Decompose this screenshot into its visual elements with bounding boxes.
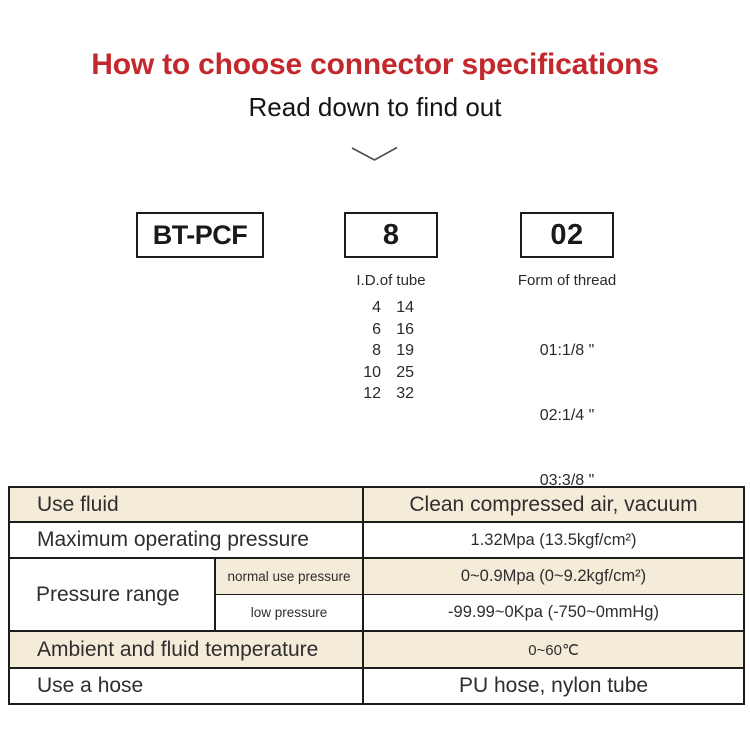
spec-label: Maximum operating pressure (7, 521, 365, 559)
tube-column-label: I.D.of tube (356, 272, 426, 289)
spec-row-hose: Use a hose PU hose, nylon tube (7, 667, 746, 705)
spec-value: 0~0.9Mpa (0~9.2kgf/cm²) (362, 557, 746, 595)
spec-row-temperature: Ambient and fluid temperature 0~60℃ (7, 630, 746, 669)
spec-row-max-pressure: Maximum operating pressure 1.32Mpa (13.5… (7, 521, 746, 559)
spec-table: Use fluid Clean compressed air, vacuum M… (7, 486, 746, 705)
tube-id-value: 8 (372, 342, 381, 360)
thread-code-box: 02 (520, 212, 614, 258)
thread-column-label: Form of thread (517, 272, 617, 289)
model-code-box: BT-PCF (136, 212, 264, 258)
tube-id-value: 6 (372, 320, 381, 338)
spec-value: 1.32Mpa (13.5kgf/cm²) (362, 521, 746, 559)
tube-code-box: 8 (344, 212, 438, 258)
thread-code-text: 02 (550, 218, 584, 251)
tube-size-row: 8 19 (351, 340, 414, 362)
tube-size-row: 10 25 (351, 362, 414, 384)
tube-id-value: 4 (372, 299, 381, 316)
spec-sublabel: low pressure (213, 593, 365, 632)
spec-group-label: Pressure range (8, 557, 216, 632)
spec-label: Use fluid (7, 486, 365, 523)
spec-value: 0~60℃ (362, 630, 746, 669)
tube-code-text: 8 (382, 218, 400, 251)
spec-value: -99.99~0Kpa (-750~0mmHg) (362, 593, 746, 632)
spec-row-normal-pressure: Pressure range normal use pressure 0~0.9… (8, 557, 746, 632)
tube-size-row: 6 16 (351, 319, 414, 341)
spec-row-low-pressure: low pressure -99.99~0Kpa (-750~0mmHg) (9, 593, 746, 632)
page-subtitle: Read down to find out (248, 92, 502, 122)
model-code-text: BT-PCF (152, 219, 248, 250)
spec-value: PU hose, nylon tube (362, 667, 746, 705)
spec-row-use-fluid: Use fluid Clean compressed air, vacuum (7, 486, 746, 523)
spec-sublabel: normal use pressure (213, 557, 365, 595)
tube-od-value: 16 (396, 320, 414, 338)
tube-od-value: 25 (396, 363, 414, 381)
tube-id-value: 12 (363, 385, 381, 403)
tube-id-value: 10 (363, 363, 381, 381)
thread-option: 02:1/4 " (539, 406, 595, 424)
tube-size-list: 4 14 6 16 8 19 10 25 12 32 (351, 297, 414, 405)
chevron-down-icon (351, 146, 398, 161)
spec-value: Clean compressed air, vacuum (362, 486, 746, 523)
tube-od-value: 32 (396, 385, 414, 403)
tube-od-value: 19 (396, 342, 414, 360)
tube-size-row: 12 32 (351, 383, 414, 405)
thread-option: 03:3/8 " (539, 471, 595, 489)
tube-od-value: 14 (396, 299, 414, 316)
spec-label: Use a hose (7, 667, 365, 705)
tube-size-row: 4 14 (351, 297, 414, 319)
thread-option: 01:1/8 " (539, 342, 595, 360)
spec-label: Ambient and fluid temperature (7, 630, 365, 669)
page-title: How to choose connector specifications (91, 48, 659, 81)
